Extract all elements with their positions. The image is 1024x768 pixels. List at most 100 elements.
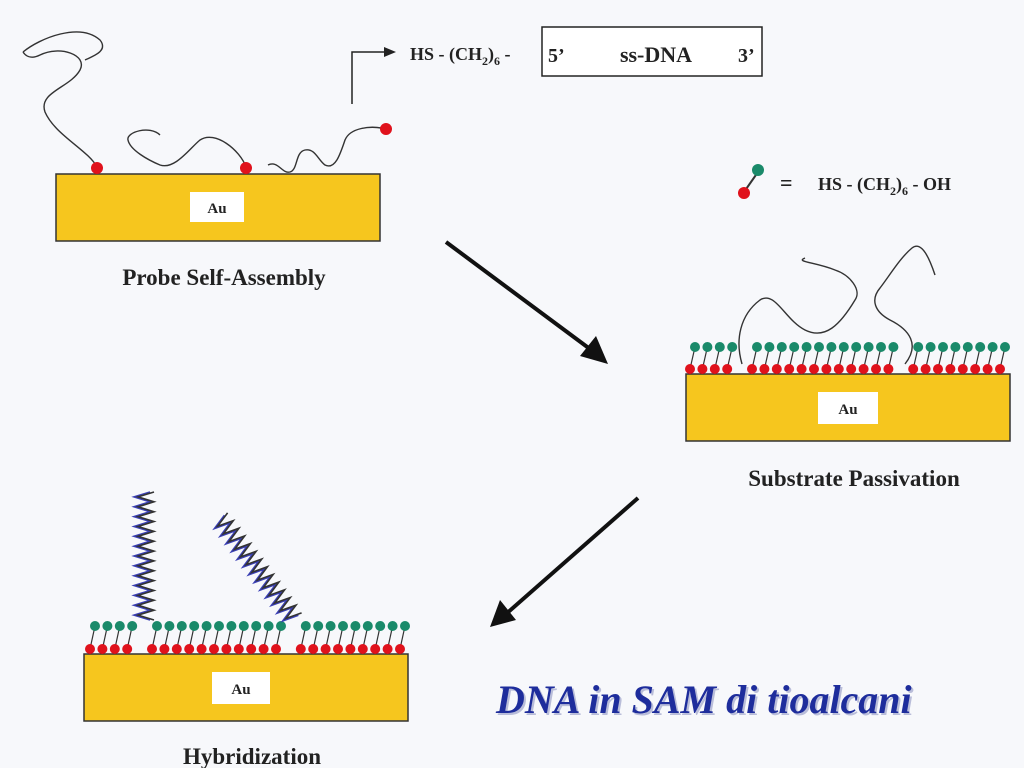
- hydroxyl-dot: [938, 342, 948, 352]
- hydroxyl-dot: [702, 342, 713, 352]
- au-label-box-1: [190, 192, 244, 222]
- hydroxyl-dot: [176, 621, 187, 631]
- hydroxyl-dot: [325, 621, 336, 631]
- hydroxyl-dot: [1000, 342, 1010, 352]
- hydroxyl-dot: [263, 621, 274, 631]
- hydroxyl-dot: [690, 342, 700, 352]
- three-prime-label: 3’: [738, 45, 755, 67]
- thiol-dot: [846, 364, 857, 374]
- hydroxyl-dot: [127, 621, 138, 631]
- thiol-dot: [147, 644, 157, 654]
- hydroxyl-dot: [950, 342, 961, 352]
- thiol-dot: [221, 644, 232, 654]
- sam-monolayer-3: [85, 621, 410, 654]
- hydroxyl-dot: [838, 342, 849, 352]
- hydroxyl-dot: [201, 621, 212, 631]
- mch-thiol-dot: [738, 187, 750, 199]
- thiol-dot-1: [91, 162, 103, 174]
- thiol-dot: [920, 364, 931, 374]
- thiol-dot: [357, 644, 368, 654]
- svg-text:HS - (CH2)6 -: HS - (CH2)6 -: [410, 44, 511, 68]
- thiol-dot: [85, 644, 95, 654]
- thiol-dot: [957, 364, 968, 374]
- hydroxyl-dot: [362, 621, 373, 631]
- ssdna-strand-3: [267, 126, 387, 173]
- thiol-dot: [246, 644, 257, 654]
- thiol-dot: [995, 364, 1005, 374]
- probe-self-assembly-panel: Au Probe Self-Assembly: [22, 31, 392, 290]
- probe-self-assembly-label: Probe Self-Assembly: [122, 265, 326, 290]
- hydroxyl-dot: [888, 342, 899, 352]
- hydroxyl-dot: [789, 342, 800, 352]
- hydroxyl-dot: [863, 342, 874, 352]
- thiol-dot: [97, 644, 108, 654]
- thiol-dot: [908, 364, 919, 374]
- hydroxyl-dot: [925, 342, 936, 352]
- thiol-dot: [759, 364, 770, 374]
- ssdna-formula: HS - (CH2)6 - 5’ ss-DNA 3’: [410, 26, 763, 77]
- ssdna-strand-2: [127, 129, 247, 168]
- thiol-dot: [308, 644, 319, 654]
- five-prime-label: 5’: [548, 45, 565, 67]
- hydroxyl-dot: [913, 342, 924, 352]
- hydroxyl-dot: [313, 621, 324, 631]
- mch-legend: = HS - (CH2)6 - OH: [738, 164, 951, 199]
- hydroxyl-dot: [189, 621, 200, 631]
- thiol-dot: [159, 644, 170, 654]
- ssdna-box: [541, 26, 763, 77]
- hydroxyl-dot: [226, 621, 237, 631]
- hydroxyl-dot: [114, 621, 125, 631]
- thiol-dot: [796, 364, 807, 374]
- hydroxyl-dot: [338, 621, 348, 631]
- thiol-dot: [109, 644, 120, 654]
- hydroxyl-dot: [826, 342, 837, 352]
- hydroxyl-dot: [164, 621, 175, 631]
- thiol-dot: [184, 644, 195, 654]
- ss-dna-label: ss-DNA: [620, 42, 692, 67]
- hydroxyl-dot: [102, 621, 113, 631]
- hybridization-panel: Au Hybridization: [83, 491, 410, 768]
- substrate-passivation-label: Substrate Passivation: [748, 466, 960, 491]
- thiol-dot: [697, 364, 708, 374]
- thiol-dot: [747, 364, 757, 374]
- thiol-dot: [982, 364, 993, 374]
- hydroxyl-dot: [814, 342, 824, 352]
- hydroxyl-dot: [400, 621, 410, 631]
- hydroxyl-dot: [387, 621, 398, 631]
- hydroxyl-dot: [152, 621, 162, 631]
- ssdna-strand-4: [738, 257, 858, 365]
- hydroxyl-dot: [375, 621, 386, 631]
- slide-title: DNA in SAM di tioalcani: [496, 677, 912, 722]
- process-arrow-2: [490, 496, 640, 627]
- thiol-dot: [858, 364, 869, 374]
- thiol-dot-3: [380, 123, 392, 135]
- dna-strand: [131, 491, 153, 621]
- substrate-passivation-panel: Au Substrate Passivation: [685, 245, 1011, 491]
- thiol-dot: [722, 364, 733, 374]
- thiol-dot: [171, 644, 182, 654]
- hydroxyl-dot: [752, 342, 762, 352]
- hydroxyl-dot: [238, 621, 249, 631]
- thiol-dot: [258, 644, 269, 654]
- hydroxyl-dot: [987, 342, 998, 352]
- ssdna-strand-1b: [22, 31, 104, 61]
- hydroxyl-dot: [276, 621, 286, 631]
- svg-text:=: =: [780, 170, 793, 195]
- thiol-dot: [333, 644, 343, 654]
- thiol-dot: [871, 364, 881, 374]
- au-label-2: Au: [838, 402, 857, 418]
- thiol-dot: [196, 644, 207, 654]
- process-arrow-1: [444, 240, 608, 364]
- hydroxyl-dot: [727, 342, 738, 352]
- au-label-3: Au: [231, 682, 250, 698]
- hydroxyl-dot: [90, 621, 100, 631]
- thiol-dot: [809, 364, 819, 374]
- hybridization-label: Hybridization: [183, 744, 321, 768]
- thiol-dot: [122, 644, 133, 654]
- thiol-dot: [295, 644, 306, 654]
- hydroxyl-dot: [251, 621, 262, 631]
- sam-monolayer-2: [685, 342, 1010, 374]
- hydroxyl-dot: [876, 342, 886, 352]
- dna-strand: [212, 514, 299, 623]
- thiol-dot: [771, 364, 782, 374]
